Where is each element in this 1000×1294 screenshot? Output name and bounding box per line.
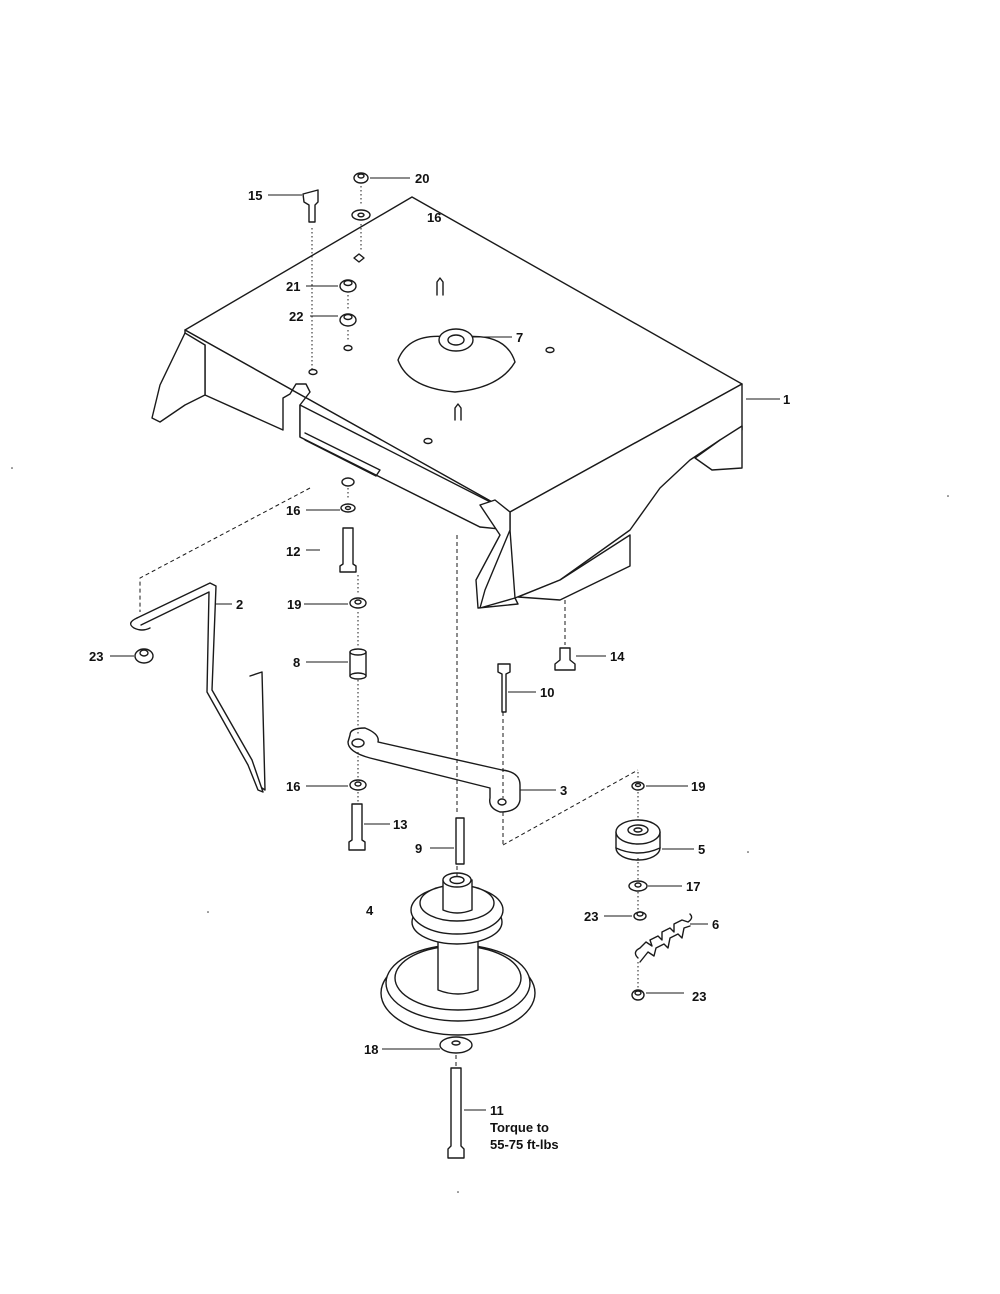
spindle-cone [397, 328, 516, 393]
washer-16-low [349, 779, 367, 791]
callout-6: 6 [712, 917, 719, 932]
pulley-4 [380, 872, 536, 1036]
callout-22: 22 [289, 309, 303, 324]
callout-13: 13 [393, 817, 407, 832]
torque-note-line2: 55-75 ft-lbs [490, 1137, 559, 1152]
callout-19-right: 19 [691, 779, 705, 794]
washer-16-top [351, 209, 371, 221]
idler-pulley-5 [615, 819, 661, 861]
callout-5: 5 [698, 842, 705, 857]
callout-7: 7 [516, 330, 523, 345]
callout-21: 21 [286, 279, 300, 294]
rod-2 [129, 582, 266, 793]
callout-1: 1 [783, 392, 790, 407]
spacer-8 [349, 648, 367, 680]
callout-23-left: 23 [89, 649, 103, 664]
callout-23-mid: 23 [584, 909, 598, 924]
nut-23-right-low [631, 989, 645, 1001]
callout-19-left: 19 [287, 597, 301, 612]
bolt-13 [348, 803, 366, 851]
washer-19-left [349, 597, 367, 609]
nut-23-left [134, 648, 154, 664]
bolt-12 [339, 527, 357, 573]
washer-19-right [631, 781, 645, 791]
nut-21 [339, 279, 357, 293]
callout-16-top: 16 [427, 210, 441, 225]
callout-9: 9 [415, 841, 422, 856]
callout-2: 2 [236, 597, 243, 612]
washer-18 [439, 1036, 473, 1054]
callout-labels: 15 20 16 21 22 7 1 16 12 19 2 23 8 14 10… [89, 171, 790, 1152]
callout-23-low: 23 [692, 989, 706, 1004]
assembly-lines [139, 186, 639, 1066]
callout-16-mid: 16 [286, 503, 300, 518]
callout-11: 11 [490, 1103, 504, 1118]
torque-note-line1: Torque to [490, 1120, 549, 1135]
callout-8: 8 [293, 655, 300, 670]
idler-arm-3 [347, 727, 521, 813]
bolt-11 [447, 1067, 465, 1159]
nut-20 [353, 172, 369, 184]
nut-22 [339, 313, 357, 327]
callout-3: 3 [560, 783, 567, 798]
bolt-15 [302, 189, 319, 223]
scan-specks [11, 467, 949, 1193]
callout-15: 15 [248, 188, 262, 203]
callout-14: 14 [610, 649, 625, 664]
nut-23-right-mid [633, 911, 647, 921]
mounting-plate [151, 196, 743, 609]
bolt-10 [497, 663, 511, 713]
washer-16-mid [340, 477, 356, 513]
bolt-14 [554, 647, 576, 671]
callout-16-low: 16 [286, 779, 300, 794]
callout-10: 10 [540, 685, 554, 700]
spring-6 [634, 913, 693, 963]
callout-17: 17 [686, 879, 700, 894]
leader-lines [110, 177, 780, 1111]
washer-17 [628, 880, 648, 892]
callout-4: 4 [366, 903, 374, 918]
key-9 [455, 817, 465, 865]
callout-20: 20 [415, 171, 429, 186]
callout-18: 18 [364, 1042, 378, 1057]
callout-12: 12 [286, 544, 300, 559]
